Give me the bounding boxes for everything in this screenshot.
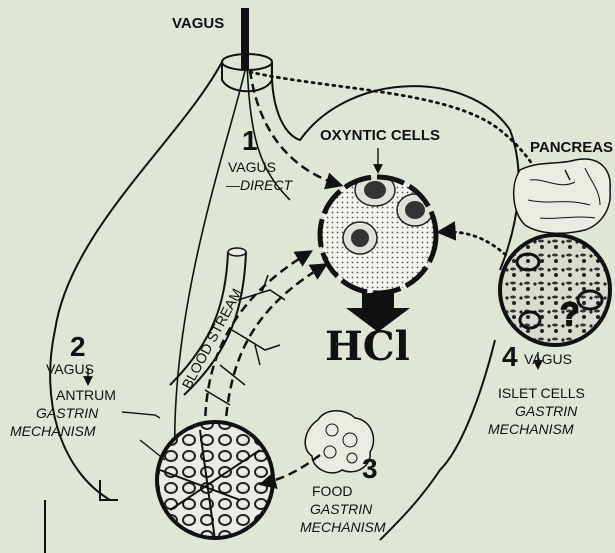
pancreas-label: PANCREAS [530,139,613,156]
pathway-4-number: 4 [502,341,518,372]
antrum-to-oxyntic-dashed-line [205,252,310,430]
pathway-2-vagus: VAGUS [46,361,94,377]
stomach-outline [45,62,519,553]
pathway-3-mechanism: MECHANISM [300,519,386,535]
pathway-1-vagus: VAGUS [228,159,276,175]
pancreas-shape [514,159,611,233]
pathway-1-direct: —DIRECT [225,177,294,193]
pathway-4-label-group: 4 VAGUS ISLET CELLS GASTRIN MECHANISM [488,341,585,437]
pathway-4-islet-cells: ISLET CELLS [498,385,585,401]
pathway-3-number: 3 [362,453,378,484]
oxyntic-cells-label: OXYNTIC CELLS [320,127,440,144]
pathway-4-gastrin: GASTRIN [515,403,578,419]
pathway-4-mechanism: MECHANISM [488,421,574,437]
pathway-2-number: 2 [70,331,86,362]
pathway-4-vagus: VAGUS [524,351,572,367]
pathway-1-number: 1 [242,125,258,156]
pathway-2-label-group: 2 VAGUS ANTRUM GASTRIN MECHANISM [10,331,116,439]
oxyntic-cells-circle [320,174,436,293]
pathway-1-label-group: 1 VAGUS —DIRECT [225,125,294,193]
pathway-2-mechanism: MECHANISM [10,423,96,439]
question-mark: ? [560,296,580,332]
antrum-circle [157,422,273,540]
hcl-label: HCl [325,323,410,370]
pathway-3-food: FOOD [312,483,352,499]
vagus-label: VAGUS [172,15,224,32]
pathway-2-gastrin: GASTRIN [36,405,99,421]
antrum-to-oxyntic-dashed-line-2 [225,265,325,430]
pathway-2-antrum: ANTRUM [56,387,116,403]
islet-cells-circle: ? [500,235,610,345]
pathway-3-gastrin: GASTRIN [310,501,373,517]
